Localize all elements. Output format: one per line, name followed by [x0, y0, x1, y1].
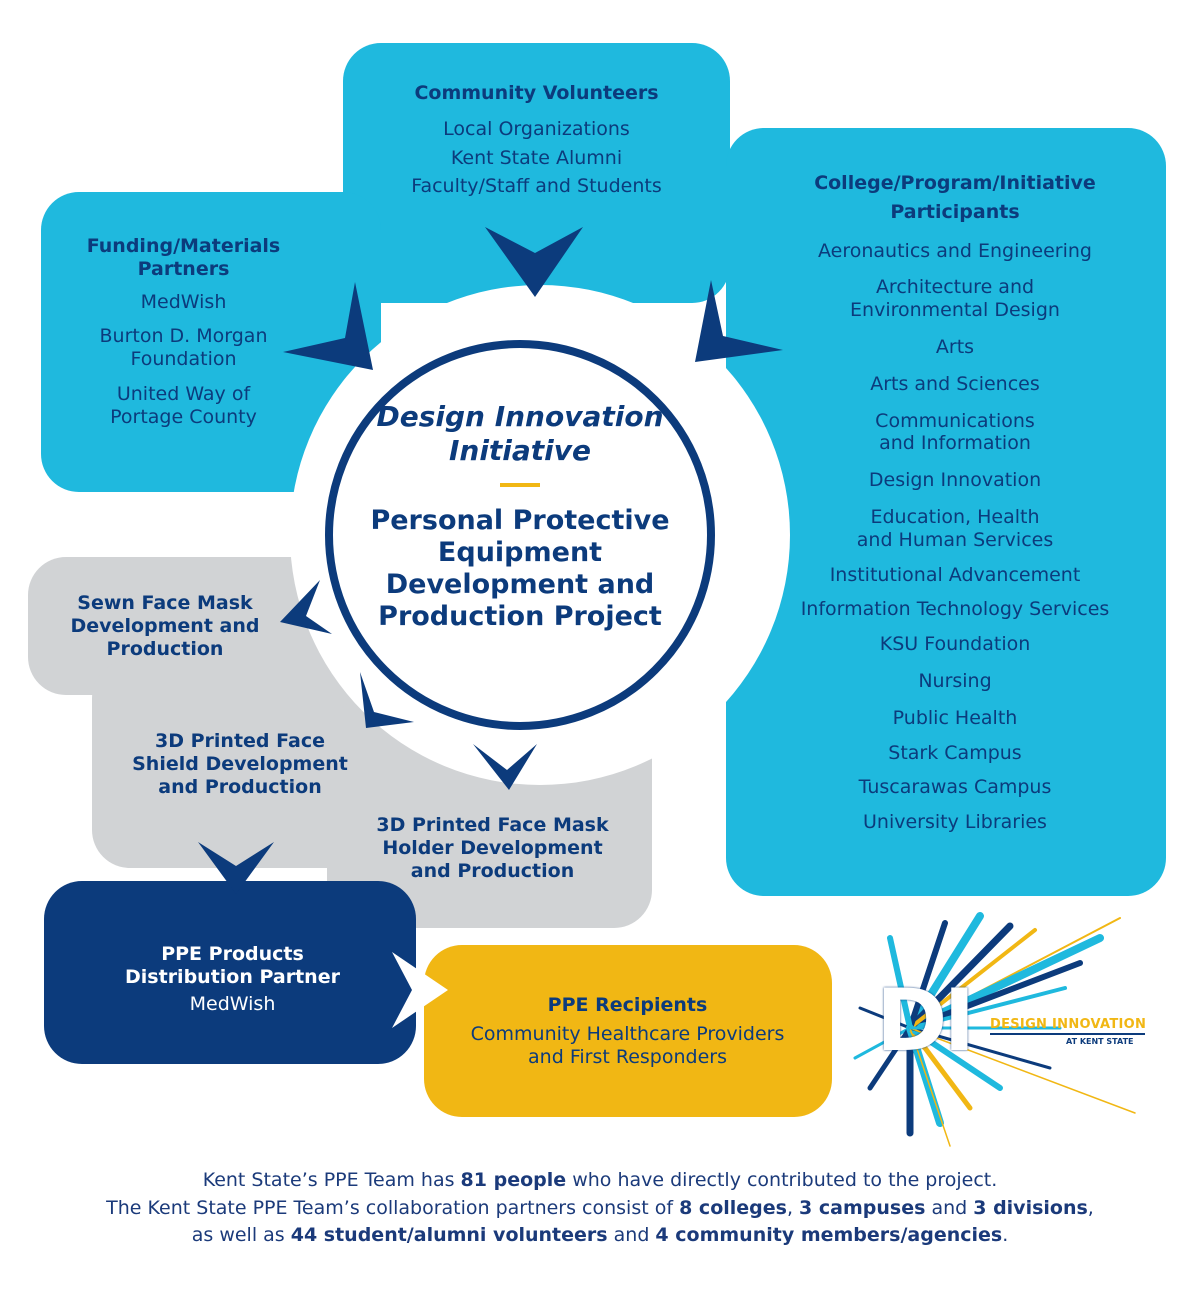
list-item: Public Health: [892, 706, 1018, 729]
list-item: Faculty/Staff and Students: [411, 175, 662, 198]
participants-text: College/Program/Initiative Participants …: [760, 172, 1150, 834]
right-arrow-icon: [283, 282, 373, 370]
down-arrow-icon: [485, 227, 583, 297]
list-item: and Information: [879, 432, 1031, 455]
recipients-item: and First Responders: [528, 1045, 727, 1068]
list-item: Local Organizations: [443, 117, 630, 140]
distribution-title-line-2: Distribution Partner: [125, 965, 340, 988]
participants-title-line-1: College/Program/Initiative: [814, 172, 1096, 194]
design-innovation-logo-burst-icon: [853, 912, 1136, 1147]
list-item: Environmental Design: [850, 299, 1060, 322]
center-divider: [500, 483, 540, 488]
list-item: Aeronautics and Engineering: [818, 239, 1092, 262]
holder-arrow-icon: [473, 744, 537, 790]
community-volunteers-title: Community Volunteers: [414, 82, 659, 104]
footer-line-1: Kent State’s PPE Team has 81 people who …: [40, 1167, 1160, 1195]
list-item: Kent State Alumni: [450, 146, 623, 169]
volunteers-count: 44 student/alumni volunteers: [290, 1224, 608, 1247]
list-item: Burton D. Morgan: [99, 325, 268, 348]
footer-text-part: and: [607, 1224, 656, 1247]
footer-text-part: The Kent State PPE Team’s collaboration …: [106, 1196, 680, 1219]
footer-text: Kent State’s PPE Team has 81 people who …: [40, 1167, 1160, 1250]
list-item: University Libraries: [863, 811, 1047, 834]
distribution-partner-box: [44, 881, 416, 1064]
shield-arrow-icon: [360, 672, 414, 728]
footer-text-part: ,: [1087, 1196, 1094, 1219]
list-item: Stark Campus: [888, 741, 1022, 764]
to-recipients-arrow-icon: [392, 952, 448, 1028]
sewn-mask-text: Sewn Face Mask Development and Productio…: [55, 592, 275, 660]
to-distribution-arrow-icon: [198, 842, 274, 894]
sewn-mask-line: Development and: [70, 614, 260, 637]
list-item: Architecture and: [875, 276, 1035, 299]
distribution-text: PPE Products Distribution Partner MedWis…: [95, 943, 370, 1015]
list-item: Education, Health: [870, 505, 1040, 528]
people-count: 81 people: [460, 1169, 567, 1191]
campuses-count: 3 campuses: [799, 1196, 926, 1219]
list-item: Arts and Sciences: [870, 372, 1040, 395]
footer-line-3: as well as 44 student/alumni volunteers …: [40, 1222, 1160, 1250]
mask-holder-line: and Production: [410, 859, 575, 882]
footer-text-part: who have directly contributed to the pro…: [566, 1169, 998, 1191]
footer-text-part: Kent State’s PPE Team has: [202, 1169, 461, 1191]
list-item: Communications: [875, 409, 1035, 432]
footer-text-part: ,: [786, 1196, 800, 1219]
center-text: Design Innovation Initiative Personal Pr…: [340, 400, 700, 633]
funding-title-line-2: Partners: [137, 257, 230, 280]
center-sub-line: Production Project: [378, 600, 662, 632]
agencies-count: 4 community members/agencies: [655, 1224, 1003, 1247]
footer-text-part: and: [925, 1196, 974, 1219]
logo-underline: [990, 1033, 1145, 1035]
divisions-count: 3 divisions: [973, 1196, 1088, 1219]
footer-text-part: as well as: [191, 1224, 291, 1247]
list-item: Foundation: [130, 348, 237, 371]
list-item: Portage County: [110, 405, 257, 428]
center-sub-line: Equipment: [437, 537, 603, 569]
footer-line-2: The Kent State PPE Team’s collaboration …: [40, 1195, 1160, 1223]
footer-text-part: .: [1002, 1224, 1009, 1247]
list-item: United Way of: [116, 382, 251, 405]
center-title-line-2: Initiative: [448, 433, 592, 467]
face-shield-line: 3D Printed Face: [155, 730, 325, 752]
recipients-title: PPE Recipients: [547, 994, 708, 1016]
list-item: Arts: [935, 335, 975, 358]
center-sub-line: Personal Protective: [370, 505, 670, 537]
distribution-item: MedWish: [189, 992, 276, 1015]
sewn-mask-line: Production: [106, 637, 224, 660]
list-item: MedWish: [140, 290, 227, 313]
list-item: KSU Foundation: [879, 633, 1031, 656]
logo-letters: DI: [876, 971, 975, 1071]
recipients-text: PPE Recipients Community Healthcare Prov…: [440, 994, 815, 1068]
distribution-title-line-1: PPE Products: [161, 943, 304, 965]
center-circle: [325, 340, 715, 730]
participants-title-line-2: Participants: [890, 200, 1020, 223]
left-arrow-icon: [695, 280, 783, 362]
mask-holder-line: 3D Printed Face Mask: [376, 814, 609, 836]
mask-holder-line: Holder Development: [382, 836, 603, 859]
list-item: and Human Services: [856, 528, 1054, 551]
face-shield-line: and Production: [158, 775, 322, 798]
recipients-item: Community Healthcare Providers: [470, 1022, 785, 1045]
list-item: Design Innovation: [868, 469, 1042, 492]
center-title-line-1: Design Innovation: [376, 400, 664, 433]
face-shield-text: 3D Printed Face Shield Development and P…: [110, 730, 370, 798]
sewn-mask-line: Sewn Face Mask: [77, 592, 253, 614]
funding-partners-text: Funding/Materials Partners MedWish Burto…: [41, 235, 326, 429]
list-item: Tuscarawas Campus: [858, 776, 1052, 799]
recipients-box: [424, 945, 832, 1117]
center-sub-line: Development and: [385, 568, 655, 600]
logo-name: DESIGN INNOVATION: [990, 1017, 1147, 1032]
mask-holder-text: 3D Printed Face Mask Holder Development …: [355, 814, 630, 882]
sewn-arrow-icon: [280, 580, 332, 634]
list-item: Institutional Advancement: [829, 563, 1081, 586]
community-volunteers-text: Community Volunteers Local Organizations…: [343, 82, 730, 198]
list-item: Nursing: [918, 669, 992, 692]
list-item: Information Technology Services: [800, 598, 1110, 621]
funding-title-line-1: Funding/Materials: [86, 235, 281, 257]
colleges-count: 8 colleges: [679, 1196, 787, 1219]
participants-box: [726, 128, 1166, 896]
face-shield-line: Shield Development: [132, 752, 348, 775]
logo-tagline: AT KENT STATE: [1066, 1037, 1134, 1046]
